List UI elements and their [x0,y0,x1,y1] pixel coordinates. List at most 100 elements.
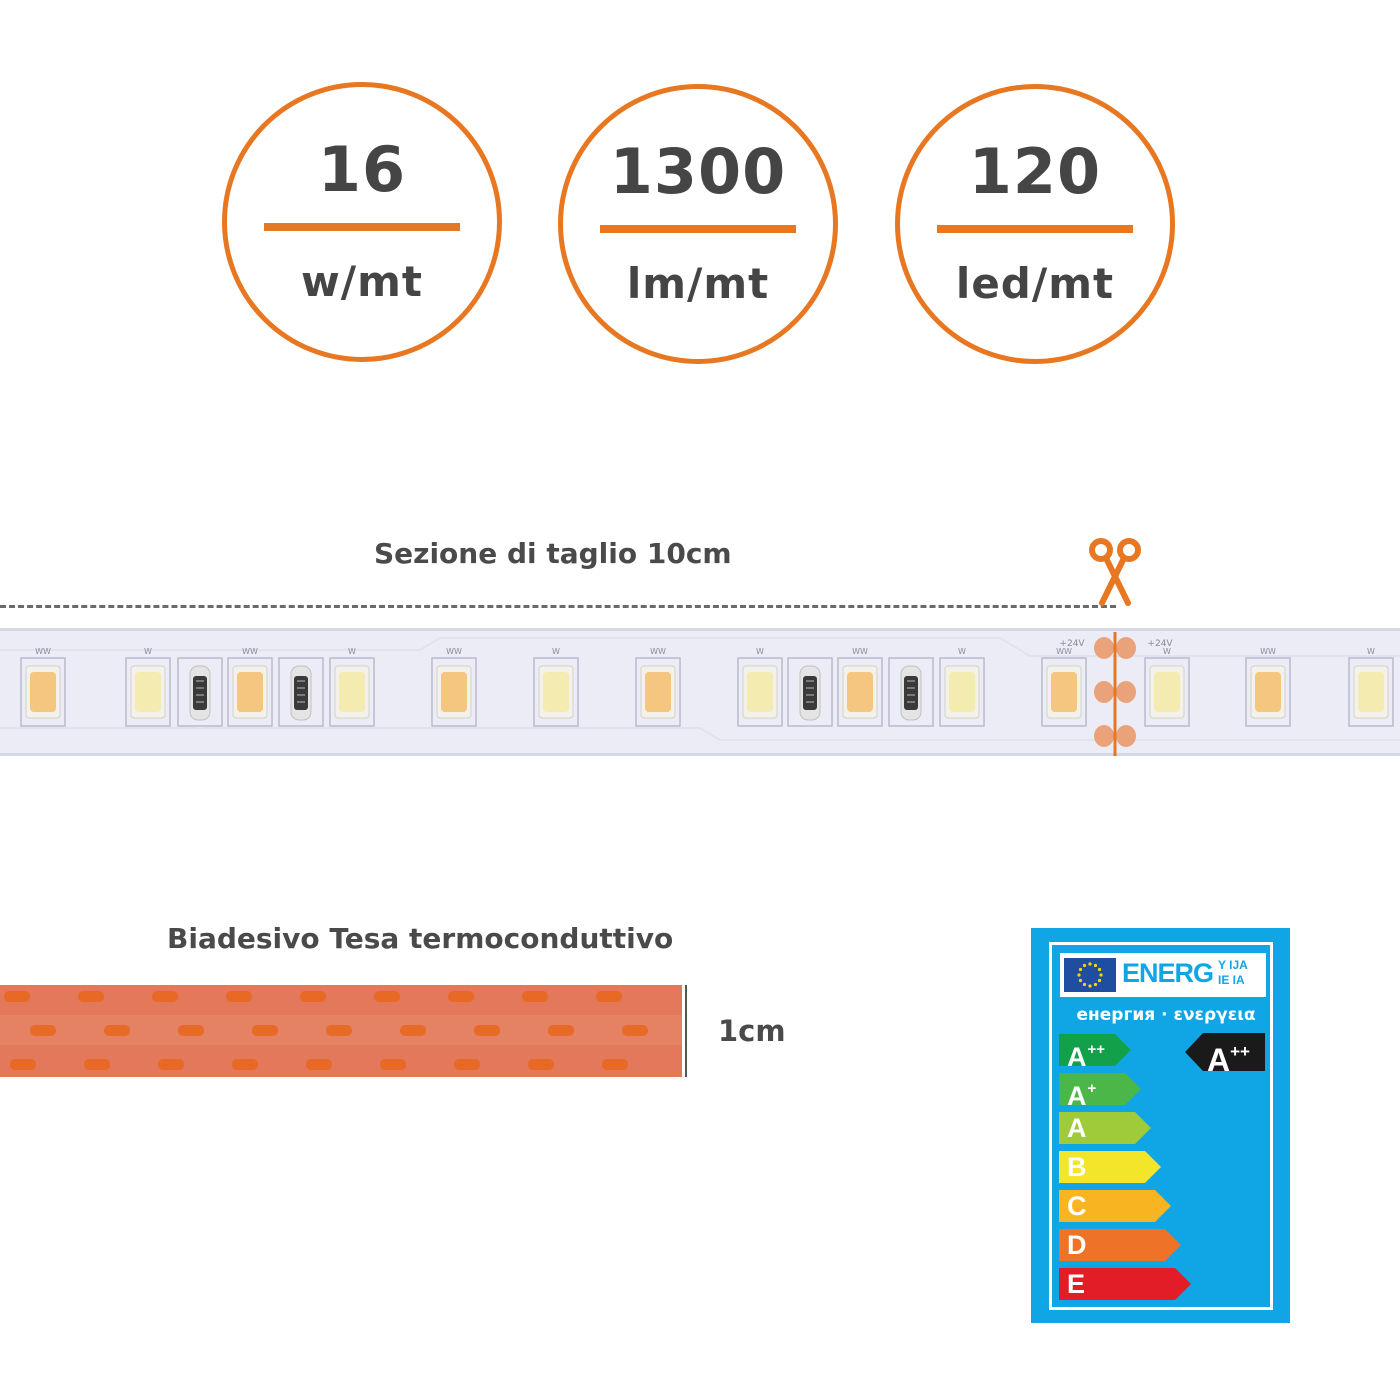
tape-dash [306,1059,332,1070]
led-chip-cool: W [125,647,171,727]
led-chip-warm: WW [431,647,477,727]
led-chip-label: WW [650,647,666,656]
tape-dash [448,991,474,1002]
energy-rating-sup: ++ [1230,1042,1250,1061]
led-chip-label: W [144,647,152,656]
cut-dashed-line [0,605,1116,608]
eu-flag-icon [1064,958,1116,992]
energy-label-title-suffix: Y IJA IE IA [1218,958,1262,988]
tape-dash [30,1025,56,1036]
led-chip-label: WW [1260,647,1276,656]
energy-class-b: B [1059,1151,1161,1183]
spec-divider [937,225,1133,233]
energy-label-title: ENERG [1122,958,1214,988]
tape-dash [622,1025,648,1036]
led-chip-warm: WW [227,647,273,727]
led-chip-label: W [1163,647,1171,656]
led-chip-label: W [552,647,560,656]
tape-dash [232,1059,258,1070]
tape-dash [84,1059,110,1070]
tape-dash [528,1059,554,1070]
energy-rating-base: A [1207,1042,1231,1078]
tape-dash [152,991,178,1002]
resistor [177,657,223,727]
led-chip-warm: WW [20,647,66,727]
energy-rating-value: A++ [1207,1033,1250,1079]
led-chip-label: WW [35,647,51,656]
tape-dash [400,1025,426,1036]
energy-class-e: E [1059,1268,1191,1300]
led-chip-label: WW [1056,647,1072,656]
rating-arrow-shape [1185,1033,1265,1071]
spec-lumen-unit: lm/mt [626,259,770,308]
energy-class-label: A+ [1067,1080,1097,1111]
led-chip-label: W [756,647,764,656]
spec-power-value: 16 [317,133,407,206]
tape-dash [596,991,622,1002]
tape-dash [10,1059,36,1070]
energy-label-header: ENERG Y IJA IE IA [1060,953,1266,997]
energy-class-arrow [1059,1190,1171,1222]
led-chip-warm: WW [635,647,681,727]
energy-class-label: C [1067,1191,1087,1221]
spec-led-density-unit: led/mt [955,259,1115,308]
tape-dash [548,1025,574,1036]
led-chip-warm: WW [1041,647,1087,727]
tape-dash [474,1025,500,1036]
led-chip-cool: W [329,647,375,727]
solder-pad [1094,637,1114,659]
strip-edge [0,753,1400,756]
energy-class-arrow [1059,1034,1131,1066]
tape-width-label: 1cm [718,1014,786,1048]
led-chip-cool: W [533,647,579,727]
spec-divider [600,225,796,233]
led-chip-label: W [348,647,356,656]
tape-dash [522,991,548,1002]
tape-dash [252,1025,278,1036]
energy-title-suffix-bottom: IE IA [1218,973,1245,987]
energy-class-aplusplus: A++ [1059,1034,1131,1072]
led-chip-label: W [958,647,966,656]
spec-divider [264,223,460,231]
tape-dash [178,1025,204,1036]
energy-class-label: B [1067,1152,1087,1182]
led-chip-cool: W [737,647,783,727]
energy-class-arrow [1059,1268,1191,1300]
energy-class-c: C [1059,1190,1171,1222]
tape-dash [78,991,104,1002]
spec-lumen-value: 1300 [609,135,787,208]
led-chip-cool: W [1348,647,1394,727]
tape-dash [300,991,326,1002]
tape-dash [374,991,400,1002]
pad-voltage-label: +24V [1059,639,1085,649]
energy-class-d: D [1059,1229,1181,1261]
tape-dash [454,1059,480,1070]
solder-pad [1116,637,1136,659]
led-chip-warm: WW [837,647,883,727]
solder-pad [1094,725,1114,747]
cut-section-caption: Sezione di taglio 10cm [374,537,732,570]
energy-class-arrow [1059,1151,1161,1183]
resistor [888,657,934,727]
solder-pad [1116,681,1136,703]
tape-caption: Biadesivo Tesa termoconduttivo [167,922,674,955]
spec-power-circle: 16 w/mt [222,82,502,362]
spec-led-density-value: 120 [968,135,1102,208]
tape-dash [380,1059,406,1070]
energy-class-aplus: A+ [1059,1073,1141,1111]
led-chip-label: WW [852,647,868,656]
energy-label-subtitle: енергия · ενεργεια [1076,1005,1256,1025]
spec-led-density-circle: 120 led/mt [895,84,1175,364]
tape-dash [104,1025,130,1036]
energy-class-label: A++ [1067,1041,1106,1072]
resistor [787,657,833,727]
tape-dash [4,991,30,1002]
spec-lumen-circle: 1300 lm/mt [558,84,838,364]
tape-dash [158,1059,184,1070]
energy-class-arrow [1059,1112,1151,1144]
cut-pads [1094,637,1136,747]
energy-rating-arrow: A++ [1185,1033,1265,1078]
thermal-tape [0,985,687,1077]
led-chip-label: WW [242,647,258,656]
